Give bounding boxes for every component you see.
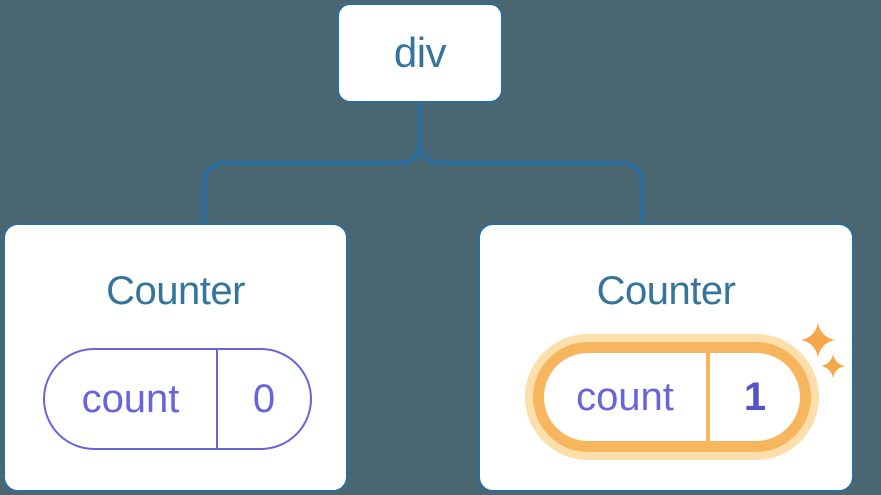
state-value-label: 1 <box>743 374 767 419</box>
state-pill-count-0: count 0 <box>43 348 312 450</box>
state-value-label: 0 <box>252 376 276 421</box>
state-name-label: count <box>45 350 218 448</box>
counter-node-left: Counter count 0 <box>3 223 348 492</box>
counter-title: Counter <box>106 269 245 313</box>
sparkle-icon-large <box>801 323 835 357</box>
connector-left-branch <box>201 103 423 224</box>
sparkles <box>801 323 845 378</box>
state-name-label: count <box>544 353 710 441</box>
root-node-label: div <box>393 29 447 76</box>
root-node-div: div <box>337 3 503 103</box>
sparkle-icon-small <box>821 354 845 378</box>
counter-title: Counter <box>596 269 736 313</box>
counter-node-right: Counter count 1 <box>478 223 854 492</box>
state-pill-count-1: count 1 <box>544 353 800 441</box>
connector-right-branch <box>417 103 645 224</box>
